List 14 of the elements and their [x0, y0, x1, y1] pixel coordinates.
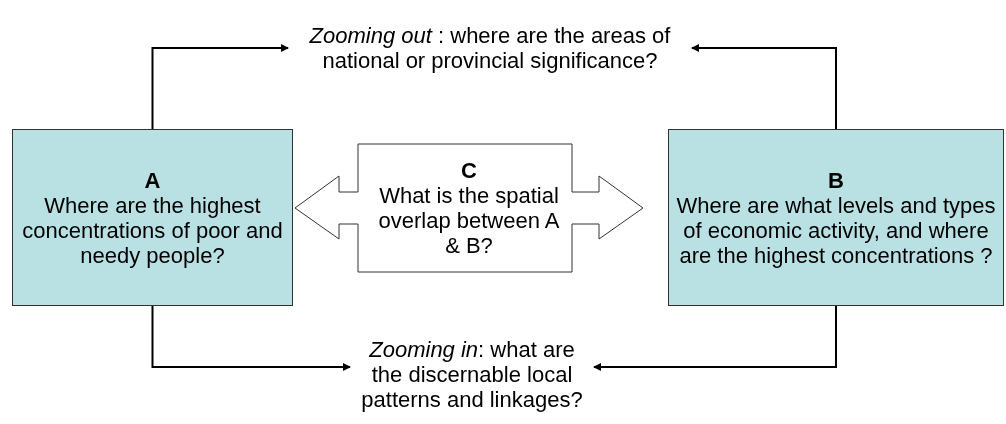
- node-text: What is the spatial overlap between A & B?: [377, 183, 561, 258]
- connector-arrow: [151, 305, 351, 371]
- node-text: Where are the highest concentrations of poor and needy people?: [21, 192, 284, 268]
- node-heading: B: [828, 167, 844, 193]
- node-heading: C: [461, 158, 477, 183]
- node-heading: A: [144, 167, 161, 193]
- node-text: Where are what levels and types of economic activity, and where are the highest concentrations ?: [675, 192, 997, 268]
- connector-arrow: [593, 305, 837, 371]
- connector-arrow: [691, 44, 837, 130]
- question-box: [668, 129, 1004, 306]
- node-text: Zooming in: what are the discernable local patterns and linkages?: [360, 336, 584, 412]
- connector-arrow: [151, 44, 289, 130]
- question-box: [12, 129, 293, 306]
- node-text: Zooming out : where are the areas of national or provincial significance?: [308, 23, 672, 73]
